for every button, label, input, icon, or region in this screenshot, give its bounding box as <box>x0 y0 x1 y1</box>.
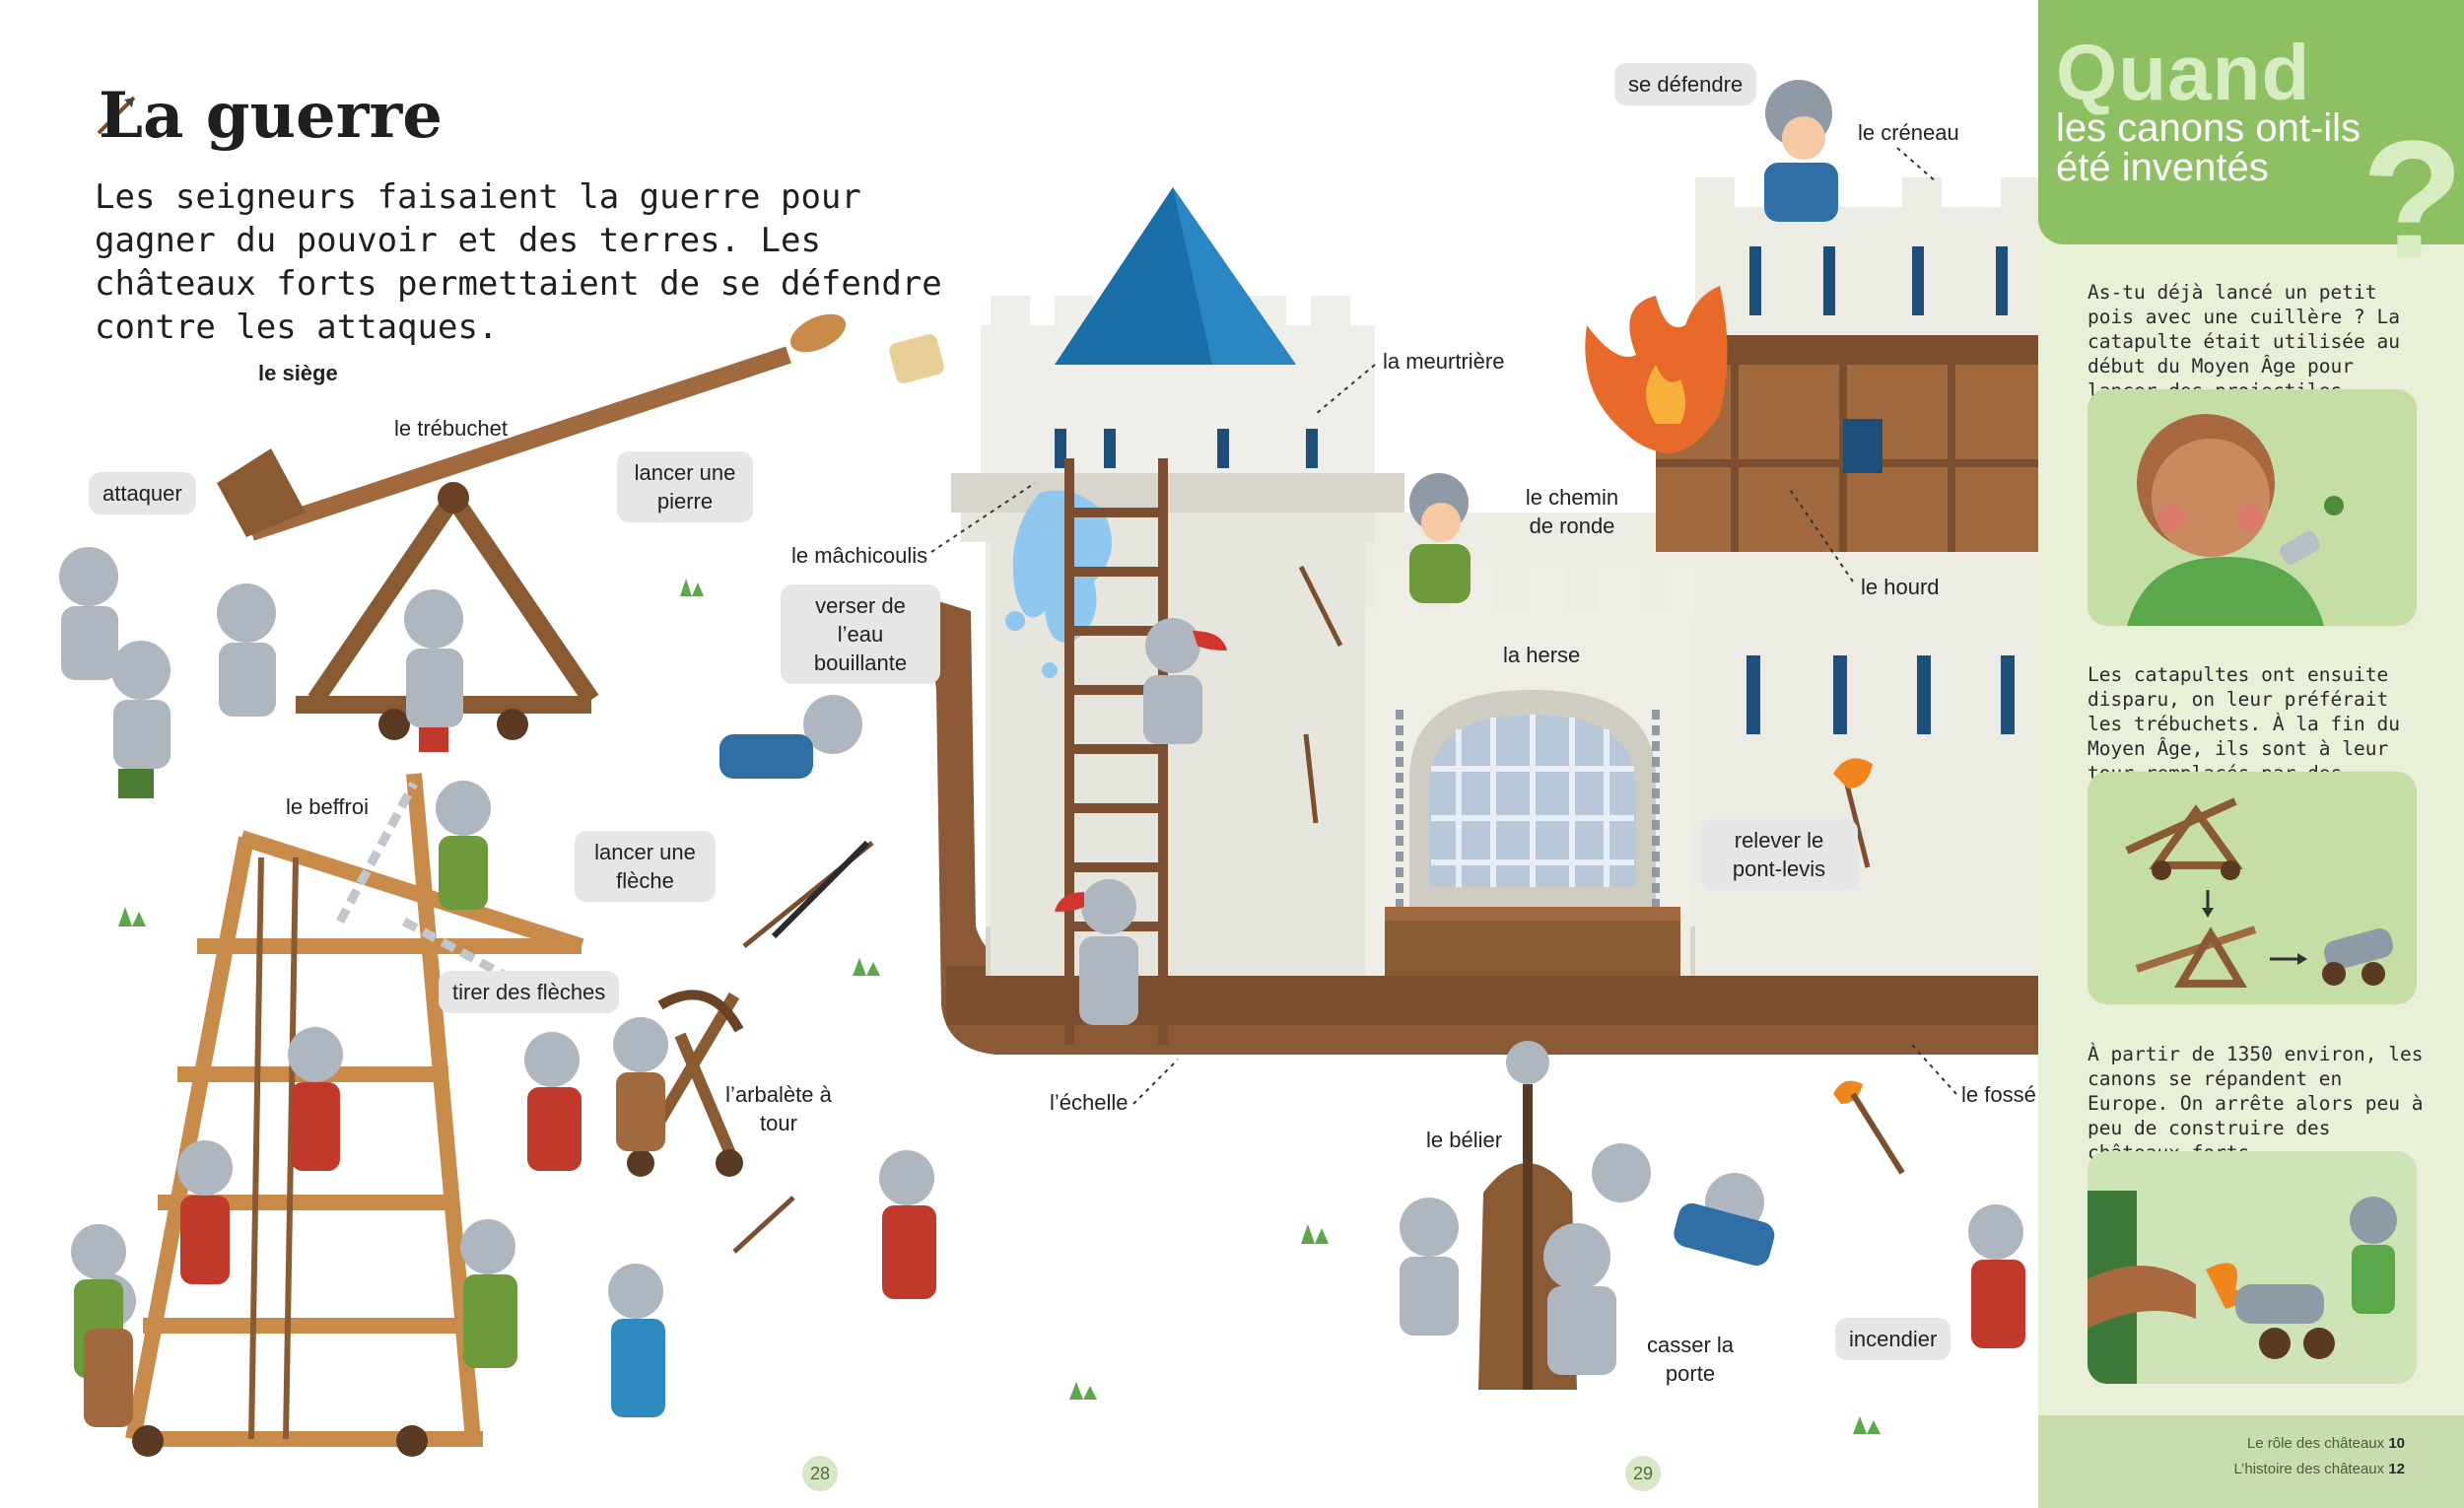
page-number-left: 28 <box>802 1456 838 1491</box>
footer-link-2[interactable]: L’histoire des châteaux 12 <box>2233 1461 2405 1477</box>
label-machicoulis: le mâchicoulis <box>791 543 928 568</box>
sidebar-heading-small: les canons ont-ils été inventés <box>2056 106 2361 189</box>
label-casser-porte: casser la porte <box>1646 1333 1735 1386</box>
label-trebuchet: le trébuchet <box>394 416 508 441</box>
label-belier: le bélier <box>1426 1128 1503 1152</box>
right-keep <box>1695 552 2060 976</box>
label-tirer-fleches: tirer des flèches <box>439 971 620 1013</box>
label-beffroi: le beffroi <box>286 794 369 819</box>
label-meurtriere: la meurtrière <box>1383 349 1505 374</box>
arrow-slits <box>1055 429 1318 468</box>
sidebar-header <box>2038 0 2464 244</box>
label-eau-bouillante: verser de l’eau bouillante <box>781 584 940 684</box>
label-echelle: l’échelle <box>1050 1090 1129 1115</box>
label-herse: la herse <box>1503 643 1581 667</box>
label-siege: le siège <box>258 361 338 385</box>
quill-icon <box>97 96 136 135</box>
label-hourd: le hourd <box>1861 575 1940 599</box>
page-number-right: 29 <box>1625 1456 1661 1491</box>
label-incendier: incendier <box>1835 1318 1951 1360</box>
tower-roof-light <box>1173 187 1296 365</box>
defender-wall <box>1409 473 1471 603</box>
boiling-water <box>1012 490 1112 643</box>
page-title: La guerre <box>99 79 443 153</box>
torch-flame <box>1833 758 1873 788</box>
panel-boy-pea <box>2088 389 2417 626</box>
label-pont-levis: relever le pont-levis <box>1700 819 1858 890</box>
label-lancer-fleche: lancer une flèche <box>575 831 716 902</box>
label-lancer-pierre: lancer une pierre <box>617 451 753 522</box>
sidebar-paragraph-1: As-tu déjà lancé un petit pois avec une … <box>2088 281 2400 402</box>
falling-knight <box>719 695 862 779</box>
question-mark: ? <box>2361 106 2464 294</box>
machicolation-band <box>951 473 1404 513</box>
defender-top <box>1764 80 1838 222</box>
label-attaquer: attaquer <box>89 472 196 514</box>
footer-link-1[interactable]: Le rôle des châteaux 10 <box>2246 1435 2405 1452</box>
panel-cannon <box>2088 1151 2417 1384</box>
ladder <box>1064 458 1168 1045</box>
knight-ladder-top <box>1143 618 1227 744</box>
sidebar-footer: Le rôle des châteaux 10 L’histoire des c… <box>2038 1415 2464 1508</box>
label-arbalete: l’arbalète à tour <box>725 1082 832 1135</box>
knight-ladder-bottom <box>1055 879 1138 1025</box>
keep-slits <box>1746 655 2015 734</box>
label-creneau: le créneau <box>1858 120 1959 145</box>
intro-text: Les seigneurs faisaient la guerre pour g… <box>95 177 942 347</box>
label-fosse: le fossé <box>1961 1082 2036 1107</box>
stone-projectile <box>889 334 944 383</box>
sidebar-heading-big: Quand <box>2056 29 2311 116</box>
panel-evolution <box>2088 772 2417 1004</box>
label-chemin-ronde: le chemin de ronde <box>1525 485 1619 538</box>
sidebar-paragraph-3: À partir de 1350 environ, les canons se … <box>2088 1043 2424 1164</box>
label-se-defendre: se défendre <box>1614 63 1757 105</box>
moat-ground <box>946 966 2060 1025</box>
